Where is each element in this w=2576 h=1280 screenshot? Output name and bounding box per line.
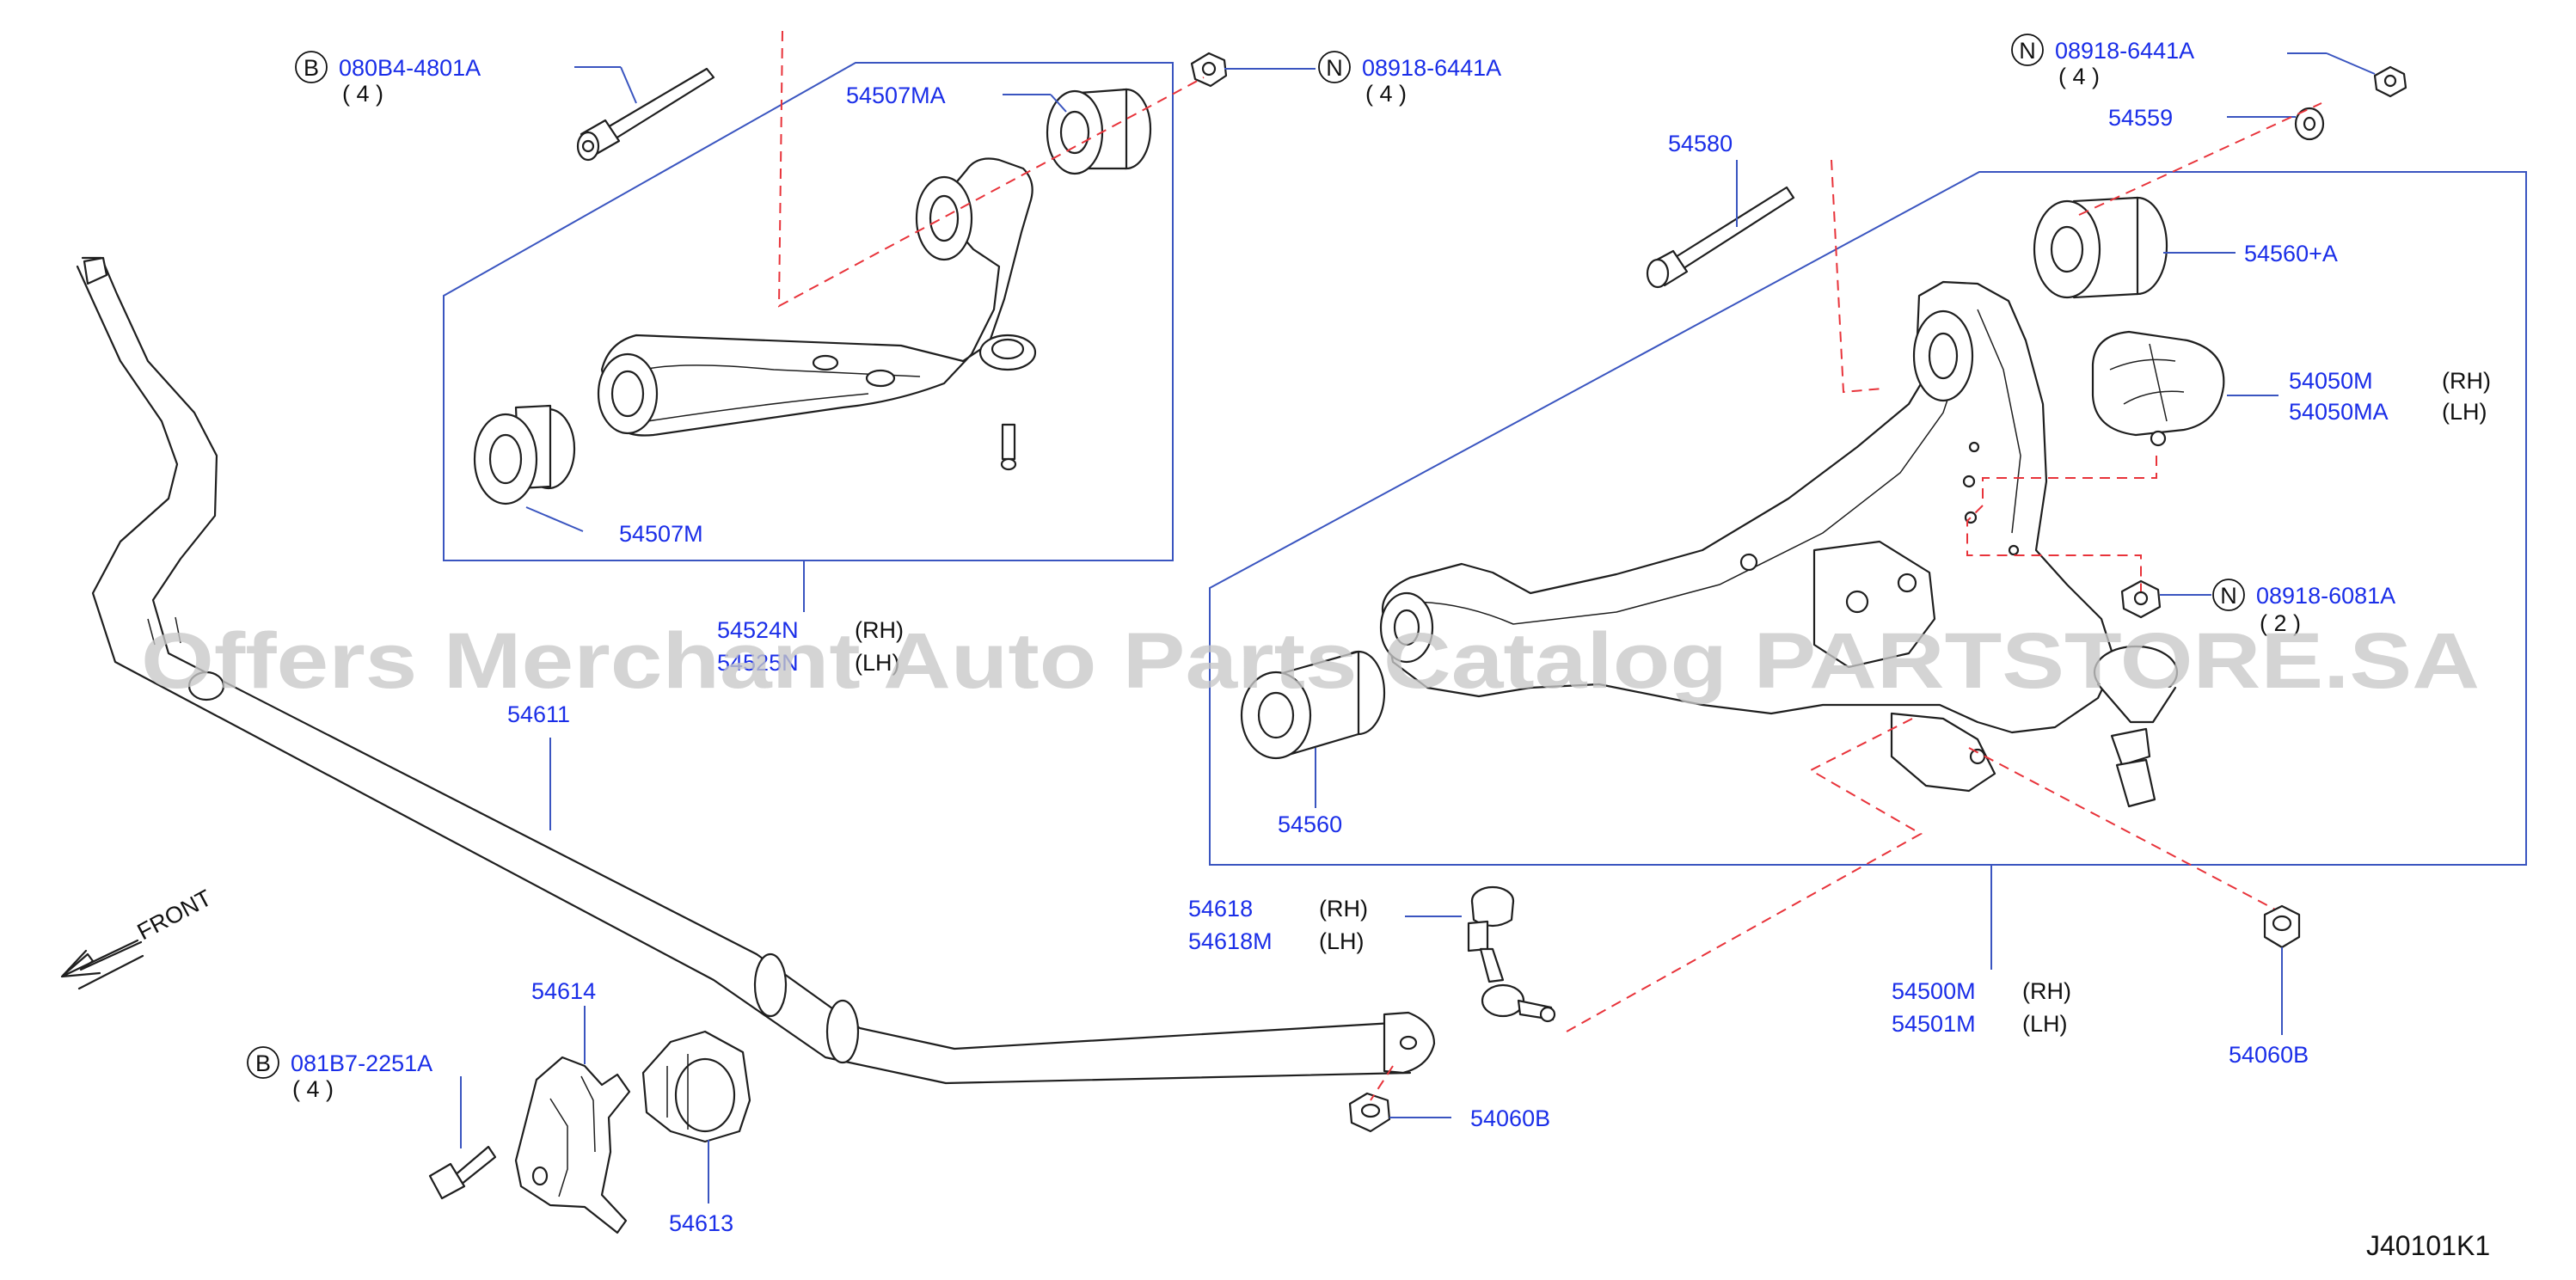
lower-arm-lh-tag: (LH): [2022, 1011, 2068, 1037]
upper-arm-frame: [443, 62, 1174, 561]
link-rh-part[interactable]: 54618: [1188, 896, 1253, 922]
upper-arm-rh-part[interactable]: 54524N: [717, 617, 799, 643]
code-circle: [295, 51, 328, 83]
nut-lower-top-part[interactable]: 08918-6441A: [2055, 38, 2194, 64]
upper-arm-rh-tag: (RH): [855, 617, 904, 643]
lower-bolt: [1646, 186, 1795, 289]
lower-bolt-label[interactable]: 54580: [1668, 131, 1733, 156]
code-circle: [1318, 51, 1351, 83]
nut-upper-qty: ( 4 ): [1365, 81, 1407, 107]
lower-arm-rh-part[interactable]: 54500M: [1892, 978, 1976, 1004]
upper-nut: [1190, 52, 1228, 88]
code-circle: [2212, 579, 2245, 611]
clamp-label[interactable]: 54614: [531, 978, 596, 1004]
lower-top-nut: [2373, 65, 2407, 98]
nut-upper-part[interactable]: 08918-6441A: [1362, 55, 1501, 81]
bolt-upper-code: B: [304, 55, 319, 81]
stab-clamp: [514, 1056, 631, 1234]
lower-arm-lh-part[interactable]: 54501M: [1892, 1011, 1976, 1037]
nut-lower-top-code: N: [2019, 38, 2036, 64]
lower-bushing-rear: [2033, 196, 2168, 299]
front-label: FRONT: [133, 885, 216, 945]
nut-link-bottom-label[interactable]: 54060B: [1470, 1105, 1550, 1131]
link-lh-tag: (LH): [1319, 928, 1365, 954]
upper-arm-lh-part[interactable]: 54525N: [717, 650, 799, 676]
stabilizer-bar: [76, 256, 1436, 1085]
bottom-link-nut: [1348, 1092, 1391, 1133]
link-rh-tag: (RH): [1319, 896, 1368, 922]
lower-control-arm: [1379, 280, 2179, 808]
link-lh-part[interactable]: 54618M: [1188, 928, 1273, 954]
lower-bushing-front: [1240, 650, 1386, 760]
upper-bushing-rear: [473, 404, 576, 505]
balljoint-nut: [2120, 579, 2162, 619]
stab-bushing: [641, 1030, 751, 1143]
upper-arm-lh-tag: (LH): [855, 650, 900, 676]
dust-cover-rh-part[interactable]: 54050M: [2289, 368, 2373, 394]
nut-upper-code: N: [1326, 55, 1343, 81]
code-circle: [247, 1046, 279, 1079]
upper-bushing-front-label[interactable]: 54507MA: [846, 83, 946, 108]
nut-balljoint-part[interactable]: 08918-6081A: [2256, 583, 2395, 609]
upper-bushing-rear-label[interactable]: 54507M: [619, 521, 703, 547]
dust-cover-lh-tag: (LH): [2442, 399, 2487, 425]
lower-washer: [2294, 107, 2325, 141]
lower-bushing-rear-label[interactable]: 54560+A: [2244, 241, 2338, 266]
lower-arm-rh-tag: (RH): [2022, 978, 2071, 1004]
bolt-upper-part[interactable]: 080B4-4801A: [339, 55, 481, 81]
nut-link-right-label[interactable]: 54060B: [2229, 1042, 2309, 1068]
dust-cover: [2091, 330, 2225, 447]
upper-control-arm: [597, 157, 1037, 471]
stabilizer-bar-label[interactable]: 54611: [507, 701, 570, 727]
lower-right-nut: [2263, 904, 2301, 949]
watermark: Offers Merchant Auto Parts Catalog PARTS…: [141, 617, 2480, 705]
nut-balljoint-qty: ( 2 ): [2260, 610, 2301, 636]
code-circle: [2011, 34, 2044, 66]
dust-cover-lh-part[interactable]: 54050MA: [2289, 399, 2389, 425]
clamp-bolt: [428, 1145, 497, 1200]
stab-bushing-label[interactable]: 54613: [669, 1210, 733, 1236]
dust-cover-rh-tag: (RH): [2442, 368, 2491, 394]
bolt-upper-qty: ( 4 ): [342, 81, 383, 107]
nut-balljoint-code: N: [2220, 583, 2237, 609]
bolt-clamp-code: B: [255, 1050, 271, 1076]
bolt-clamp-part[interactable]: 081B7-2251A: [291, 1050, 432, 1076]
upper-bolt: [576, 67, 715, 162]
front-arrow-icon: [60, 939, 144, 990]
lower-arm-frame: [1209, 171, 2527, 866]
nut-lower-top-qty: ( 4 ): [2058, 64, 2100, 89]
diagram-id: J40101K1: [2366, 1230, 2490, 1261]
upper-bushing-front: [1046, 88, 1152, 175]
connecting-rod: [1467, 885, 1556, 1023]
lower-bushing-front-label[interactable]: 54560: [1278, 811, 1342, 837]
bolt-clamp-qty: ( 4 ): [292, 1076, 334, 1102]
washer-label[interactable]: 54559: [2108, 105, 2173, 131]
